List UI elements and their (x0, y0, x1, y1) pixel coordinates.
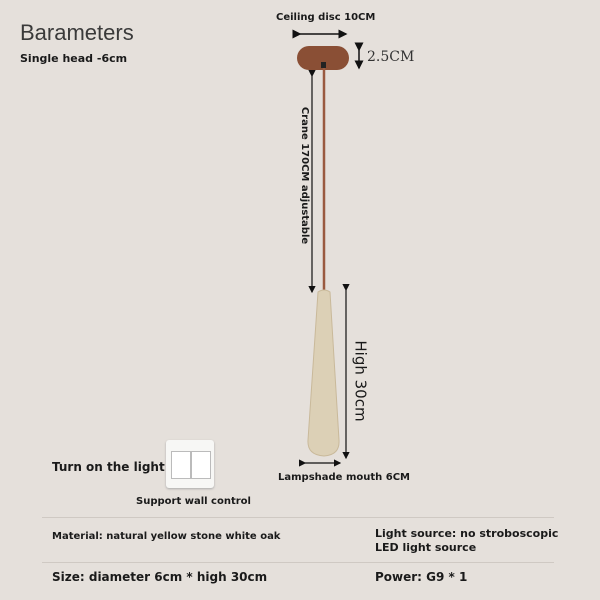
page-title: Barameters (20, 20, 134, 45)
spec-power: Power: G9 * 1 (375, 570, 468, 584)
lampshade (307, 289, 340, 457)
ceiling-disc (297, 46, 349, 70)
wall-switch-icon (166, 440, 214, 488)
spec-light-source: Light source: no stroboscopic LED light … (375, 527, 559, 554)
mouth-label: Lampshade mouth 6CM (278, 472, 410, 483)
divider (42, 517, 554, 518)
crane-label: Crane 170CM adjustable (299, 106, 311, 245)
spec-size: Size: diameter 6cm * high 30cm (52, 570, 268, 584)
spec-material: Material: natural yellow stone white oak (52, 531, 281, 542)
height-label: High 30cm (351, 340, 370, 422)
disc-height-label: 2.5CM (367, 49, 415, 65)
switch-label: Turn on the light: (52, 460, 170, 474)
subtitle: Single head -6cm (20, 52, 128, 65)
ceiling-label: Ceiling disc 10CM (276, 12, 376, 23)
switch-caption: Support wall control (136, 496, 251, 507)
divider (42, 562, 554, 563)
